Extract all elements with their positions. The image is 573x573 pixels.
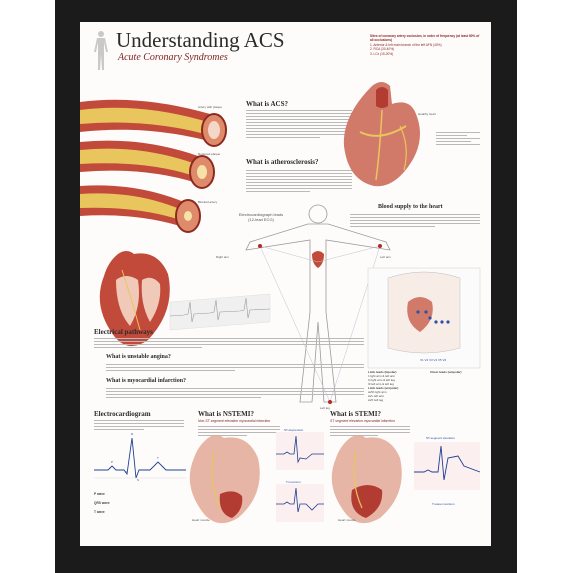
label-t-inversion-nstemi: T-inversion bbox=[286, 480, 301, 484]
wave-legend-t: T wave bbox=[94, 510, 105, 514]
occlusion-item: 3. LCx (15-20%) bbox=[370, 51, 394, 56]
lead-3: III left arm & left leg bbox=[368, 382, 394, 386]
wave-label-q: Q bbox=[125, 470, 128, 474]
lead-2: II right arm & left leg bbox=[368, 378, 395, 382]
artery-with-plaque bbox=[80, 99, 227, 147]
chest-leads-legend: Chest leads (unipolar) bbox=[430, 370, 480, 374]
occlusion-list-title: Sites of coronary artery occlusion, in o… bbox=[370, 34, 480, 43]
nstemi-subtitle: Non-ST segment elevation myocardial infa… bbox=[198, 419, 271, 423]
nstemi-text bbox=[198, 426, 280, 438]
st-elevation-graph bbox=[414, 442, 481, 490]
poster-title: Understanding ACS bbox=[116, 28, 285, 52]
label-st-depression: ST-depression bbox=[284, 428, 304, 432]
wave-legend-p: P wave bbox=[94, 492, 105, 496]
electrocardiogram-text bbox=[94, 420, 184, 432]
heading-stemi: What is STEMI? bbox=[330, 410, 381, 418]
poster-subtitle: Acute Coronary Syndromes bbox=[118, 52, 228, 63]
heading-myocardial-infarction: What is myocardial infarction? bbox=[106, 378, 187, 384]
heading-what-is-acs: What is ACS? bbox=[246, 100, 289, 108]
wave-label-p: P bbox=[111, 460, 114, 464]
heading-atherosclerosis: What is atherosclerosis? bbox=[246, 158, 319, 166]
heading-unstable-angina: What is unstable angina? bbox=[106, 354, 171, 360]
blocked-artery bbox=[80, 185, 201, 233]
blood-supply-text bbox=[350, 214, 480, 229]
lead-avl: aVL left arm bbox=[368, 394, 385, 398]
ecg-ribbon bbox=[169, 293, 271, 331]
heart-callouts bbox=[436, 132, 480, 147]
lead-1: I right arm & left arm bbox=[368, 374, 396, 378]
label-blocked-artery: Blocked artery bbox=[198, 200, 218, 204]
heart-cross-section bbox=[99, 251, 170, 347]
stemi-text bbox=[330, 426, 410, 438]
label-heart-muscle-stemi: Heart muscle bbox=[338, 518, 356, 522]
wave-label-s: S bbox=[137, 478, 140, 482]
label-ruptured-plaque: Ruptured plaque bbox=[198, 152, 221, 156]
label-st-elevation: ST-segment elevation bbox=[426, 436, 456, 440]
atherosclerosis-text bbox=[246, 170, 352, 194]
heading-electrocardiogram: Electrocardiogram bbox=[94, 410, 151, 418]
human-figure-icon bbox=[94, 31, 108, 70]
heading-blood-supply: Blood supply to the heart bbox=[378, 204, 443, 210]
ecg-waveform bbox=[94, 437, 186, 479]
label-heart-muscle-nstemi: Heart muscle bbox=[192, 518, 210, 522]
heading-nstemi: What is NSTEMI? bbox=[198, 410, 255, 418]
poster: Understanding ACS Acute Coronary Syndrom… bbox=[80, 22, 491, 546]
chest-leads-v-labels: V1 V2 V3 V4 V5 V6 bbox=[420, 358, 447, 362]
heading-electrical-pathways: Electrical pathways bbox=[94, 328, 153, 336]
wave-legend: P wave QRS wave T wave bbox=[94, 490, 184, 517]
chest-leads-diagram bbox=[367, 267, 481, 369]
label-healthy-heart: Healthy heart bbox=[418, 112, 436, 116]
myocardial-infarction-text bbox=[106, 388, 364, 400]
label-t-inversion-stemi: T-wave inversion bbox=[432, 502, 455, 506]
unstable-angina-text bbox=[106, 364, 364, 373]
label-left-leg: Left leg bbox=[320, 406, 330, 410]
wave-label-r: R bbox=[131, 432, 134, 436]
healthy-heart-illustration bbox=[343, 82, 420, 187]
electrical-pathways-text bbox=[94, 338, 364, 350]
t-inversion-graph-nstemi bbox=[276, 484, 324, 522]
lead-avf: aVF left leg bbox=[368, 398, 384, 402]
occlusion-item: 1. Anterior & left main branch of the le… bbox=[370, 42, 442, 47]
stemi-subtitle: ST segment elevation myocardial infarcti… bbox=[330, 419, 395, 423]
chest-leads-title: Chest leads (unipolar) bbox=[430, 370, 462, 374]
wave-label-t: T bbox=[157, 456, 159, 460]
occlusion-item: 2. RCA (30-40%) bbox=[370, 47, 395, 52]
label-left-arm: Left arm bbox=[380, 255, 392, 259]
st-depression-graph bbox=[276, 432, 324, 470]
label-right-arm: Right arm bbox=[216, 255, 230, 259]
augmented-leads-title: Limb leads (unipolar) bbox=[368, 386, 399, 390]
arteries-illustration bbox=[80, 99, 227, 233]
stemi-heart bbox=[331, 435, 402, 524]
occlusion-list: Sites of coronary artery occlusion, in o… bbox=[370, 34, 480, 56]
ruptured-plaque bbox=[80, 140, 215, 189]
acs-text bbox=[246, 110, 352, 140]
lead-avr: aVR right arm bbox=[368, 390, 387, 394]
label-artery-plaque: Artery with plaque bbox=[198, 105, 223, 109]
nstemi-heart bbox=[189, 435, 260, 524]
lead-legend: Limb leads (bipolar) I right arm & left … bbox=[368, 370, 480, 402]
wave-legend-qrs: QRS wave bbox=[94, 501, 110, 505]
ecg-leads-title: Electrocardiograph leads (12-lead ECG) bbox=[238, 212, 284, 222]
limb-leads-title: Limb leads (bipolar) bbox=[368, 370, 397, 374]
